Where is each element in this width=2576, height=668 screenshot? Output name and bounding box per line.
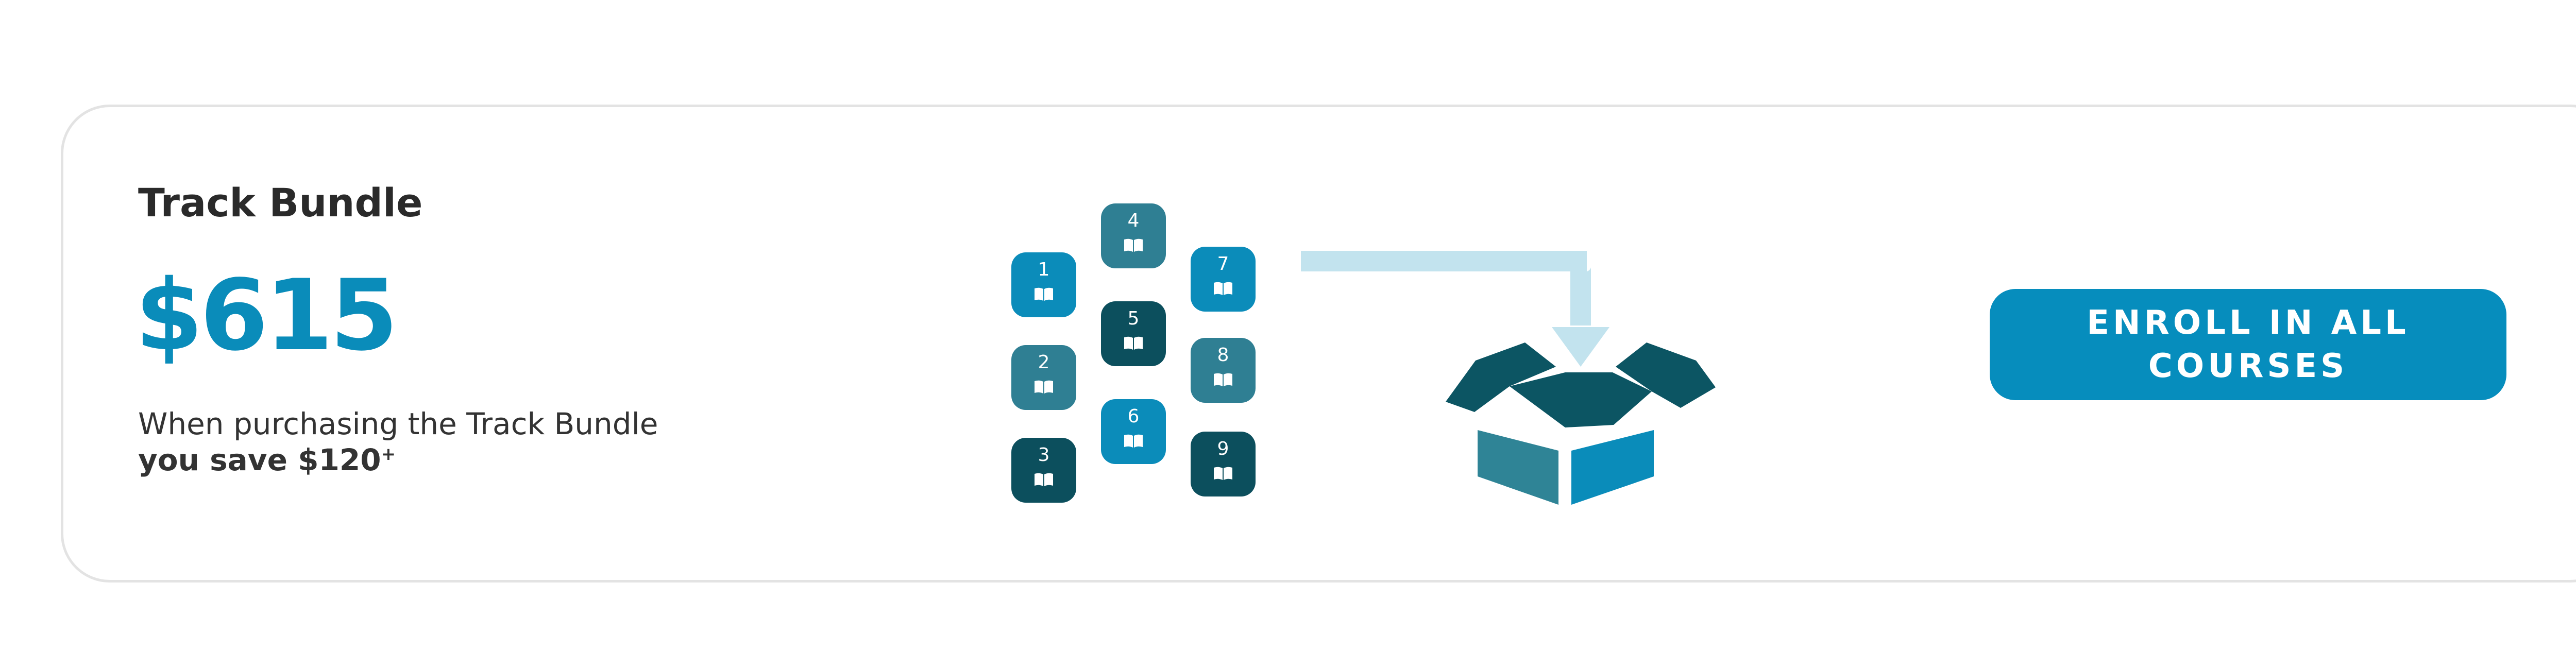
bundle-description: When purchasing the Track Bundle you sav… (138, 406, 658, 478)
bundle-title: Track Bundle (138, 180, 423, 226)
course-tile-3: 3 (1011, 438, 1076, 503)
enroll-all-courses-button[interactable]: ENROLL IN ALL COURSES (1990, 289, 2506, 400)
open-book-icon (1124, 238, 1143, 252)
arrow-into-box-icon (1301, 251, 1609, 367)
course-number: 8 (1217, 345, 1229, 366)
course-number: 5 (1127, 308, 1140, 329)
course-tile-5: 5 (1101, 301, 1166, 366)
open-book-icon (1035, 473, 1053, 486)
course-tile-1: 1 (1011, 252, 1076, 317)
course-tile-4: 4 (1101, 203, 1166, 268)
open-book-icon (1124, 434, 1143, 448)
course-number: 1 (1038, 259, 1050, 280)
savings-text: you save $120 (138, 442, 381, 477)
course-number: 4 (1127, 210, 1140, 231)
course-tile-2: 2 (1011, 345, 1076, 410)
course-tile-9: 9 (1191, 432, 1256, 496)
course-tile-7: 7 (1191, 247, 1256, 312)
savings-line: you save $120+ (138, 442, 658, 478)
course-number: 2 (1038, 352, 1050, 373)
course-number: 6 (1127, 406, 1140, 427)
open-book-icon (1124, 336, 1143, 350)
description-line: When purchasing the Track Bundle (138, 406, 658, 441)
bundle-price: $615 (135, 259, 398, 372)
open-book-icon (1214, 373, 1232, 386)
open-book-icon (1035, 287, 1053, 301)
course-tile-8: 8 (1191, 338, 1256, 403)
open-box-icon (1446, 342, 1716, 505)
savings-marker: + (381, 444, 396, 465)
open-book-icon (1214, 467, 1232, 480)
course-number: 7 (1217, 253, 1229, 275)
course-number: 9 (1217, 438, 1229, 459)
course-number: 3 (1038, 444, 1050, 466)
open-book-icon (1035, 380, 1053, 393)
open-book-icon (1214, 282, 1232, 295)
course-tile-6: 6 (1101, 399, 1166, 464)
